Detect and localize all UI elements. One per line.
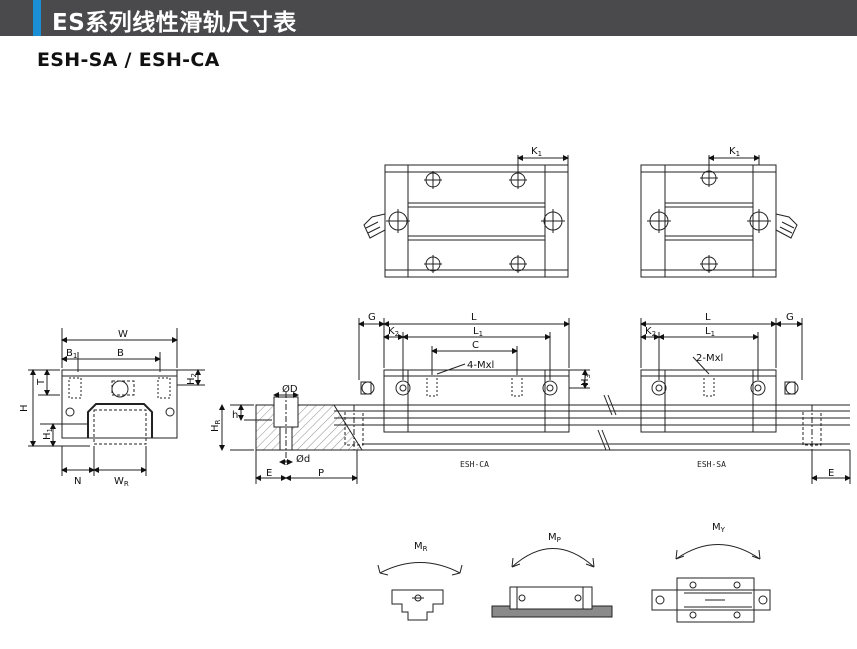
mr-label: MR [414, 541, 428, 553]
n-label: N [74, 476, 81, 487]
my-label: MY [712, 522, 726, 534]
l1-left-label: L1 [473, 326, 483, 338]
g-right-label: G [786, 312, 794, 323]
k1-left-label: K1 [531, 146, 542, 158]
h-label: H [19, 404, 30, 412]
4mxl-label: 4-Mxl [467, 360, 494, 371]
h3-label: H3 [580, 374, 592, 386]
k2-right-label: K2 [645, 326, 656, 338]
wr-label: WR [114, 476, 129, 488]
mp-label: MP [548, 532, 561, 544]
esh-sa-label: ESH-SA [697, 460, 726, 469]
2mxl-label: 2-Mxl [696, 353, 723, 364]
phid-label: Ød [296, 453, 310, 465]
phiD-label: ØD [282, 383, 298, 395]
k1-right-label: K1 [729, 146, 740, 158]
side-view [334, 318, 851, 484]
page-title: ES系列线性滑轨尺寸表 [52, 10, 297, 36]
top-view-sa [640, 155, 798, 278]
g-left-label: G [368, 312, 376, 323]
model-subtitle: ESH-SA / ESH-CA [37, 49, 220, 71]
p-label: P [318, 468, 324, 479]
moment-mr [377, 562, 463, 621]
b1-label: B1 [66, 348, 77, 360]
c-label: C [472, 340, 479, 351]
l-left-label: L [471, 312, 477, 323]
l-right-label: L [705, 312, 711, 323]
rail-section [219, 392, 363, 484]
h1-label: H1 [42, 428, 54, 440]
title-bar [0, 0, 857, 36]
moment-mp [491, 548, 613, 618]
title-accent [33, 0, 41, 36]
h2-label: H2 [186, 373, 198, 385]
e-left-label: E [266, 468, 272, 479]
h-small-label: h [232, 410, 238, 421]
hr-label: HR [210, 419, 222, 432]
e-right-label: E [828, 468, 834, 479]
moment-my [651, 544, 771, 623]
w-label: W [118, 329, 128, 340]
l1-right-label: L1 [705, 326, 715, 338]
esh-ca-label: ESH-CA [460, 460, 489, 469]
top-view-ca [363, 155, 569, 278]
b-label: B [117, 348, 124, 359]
t-label: T [36, 378, 47, 386]
end-view [28, 328, 205, 476]
k2-left-label: K2 [388, 326, 399, 338]
